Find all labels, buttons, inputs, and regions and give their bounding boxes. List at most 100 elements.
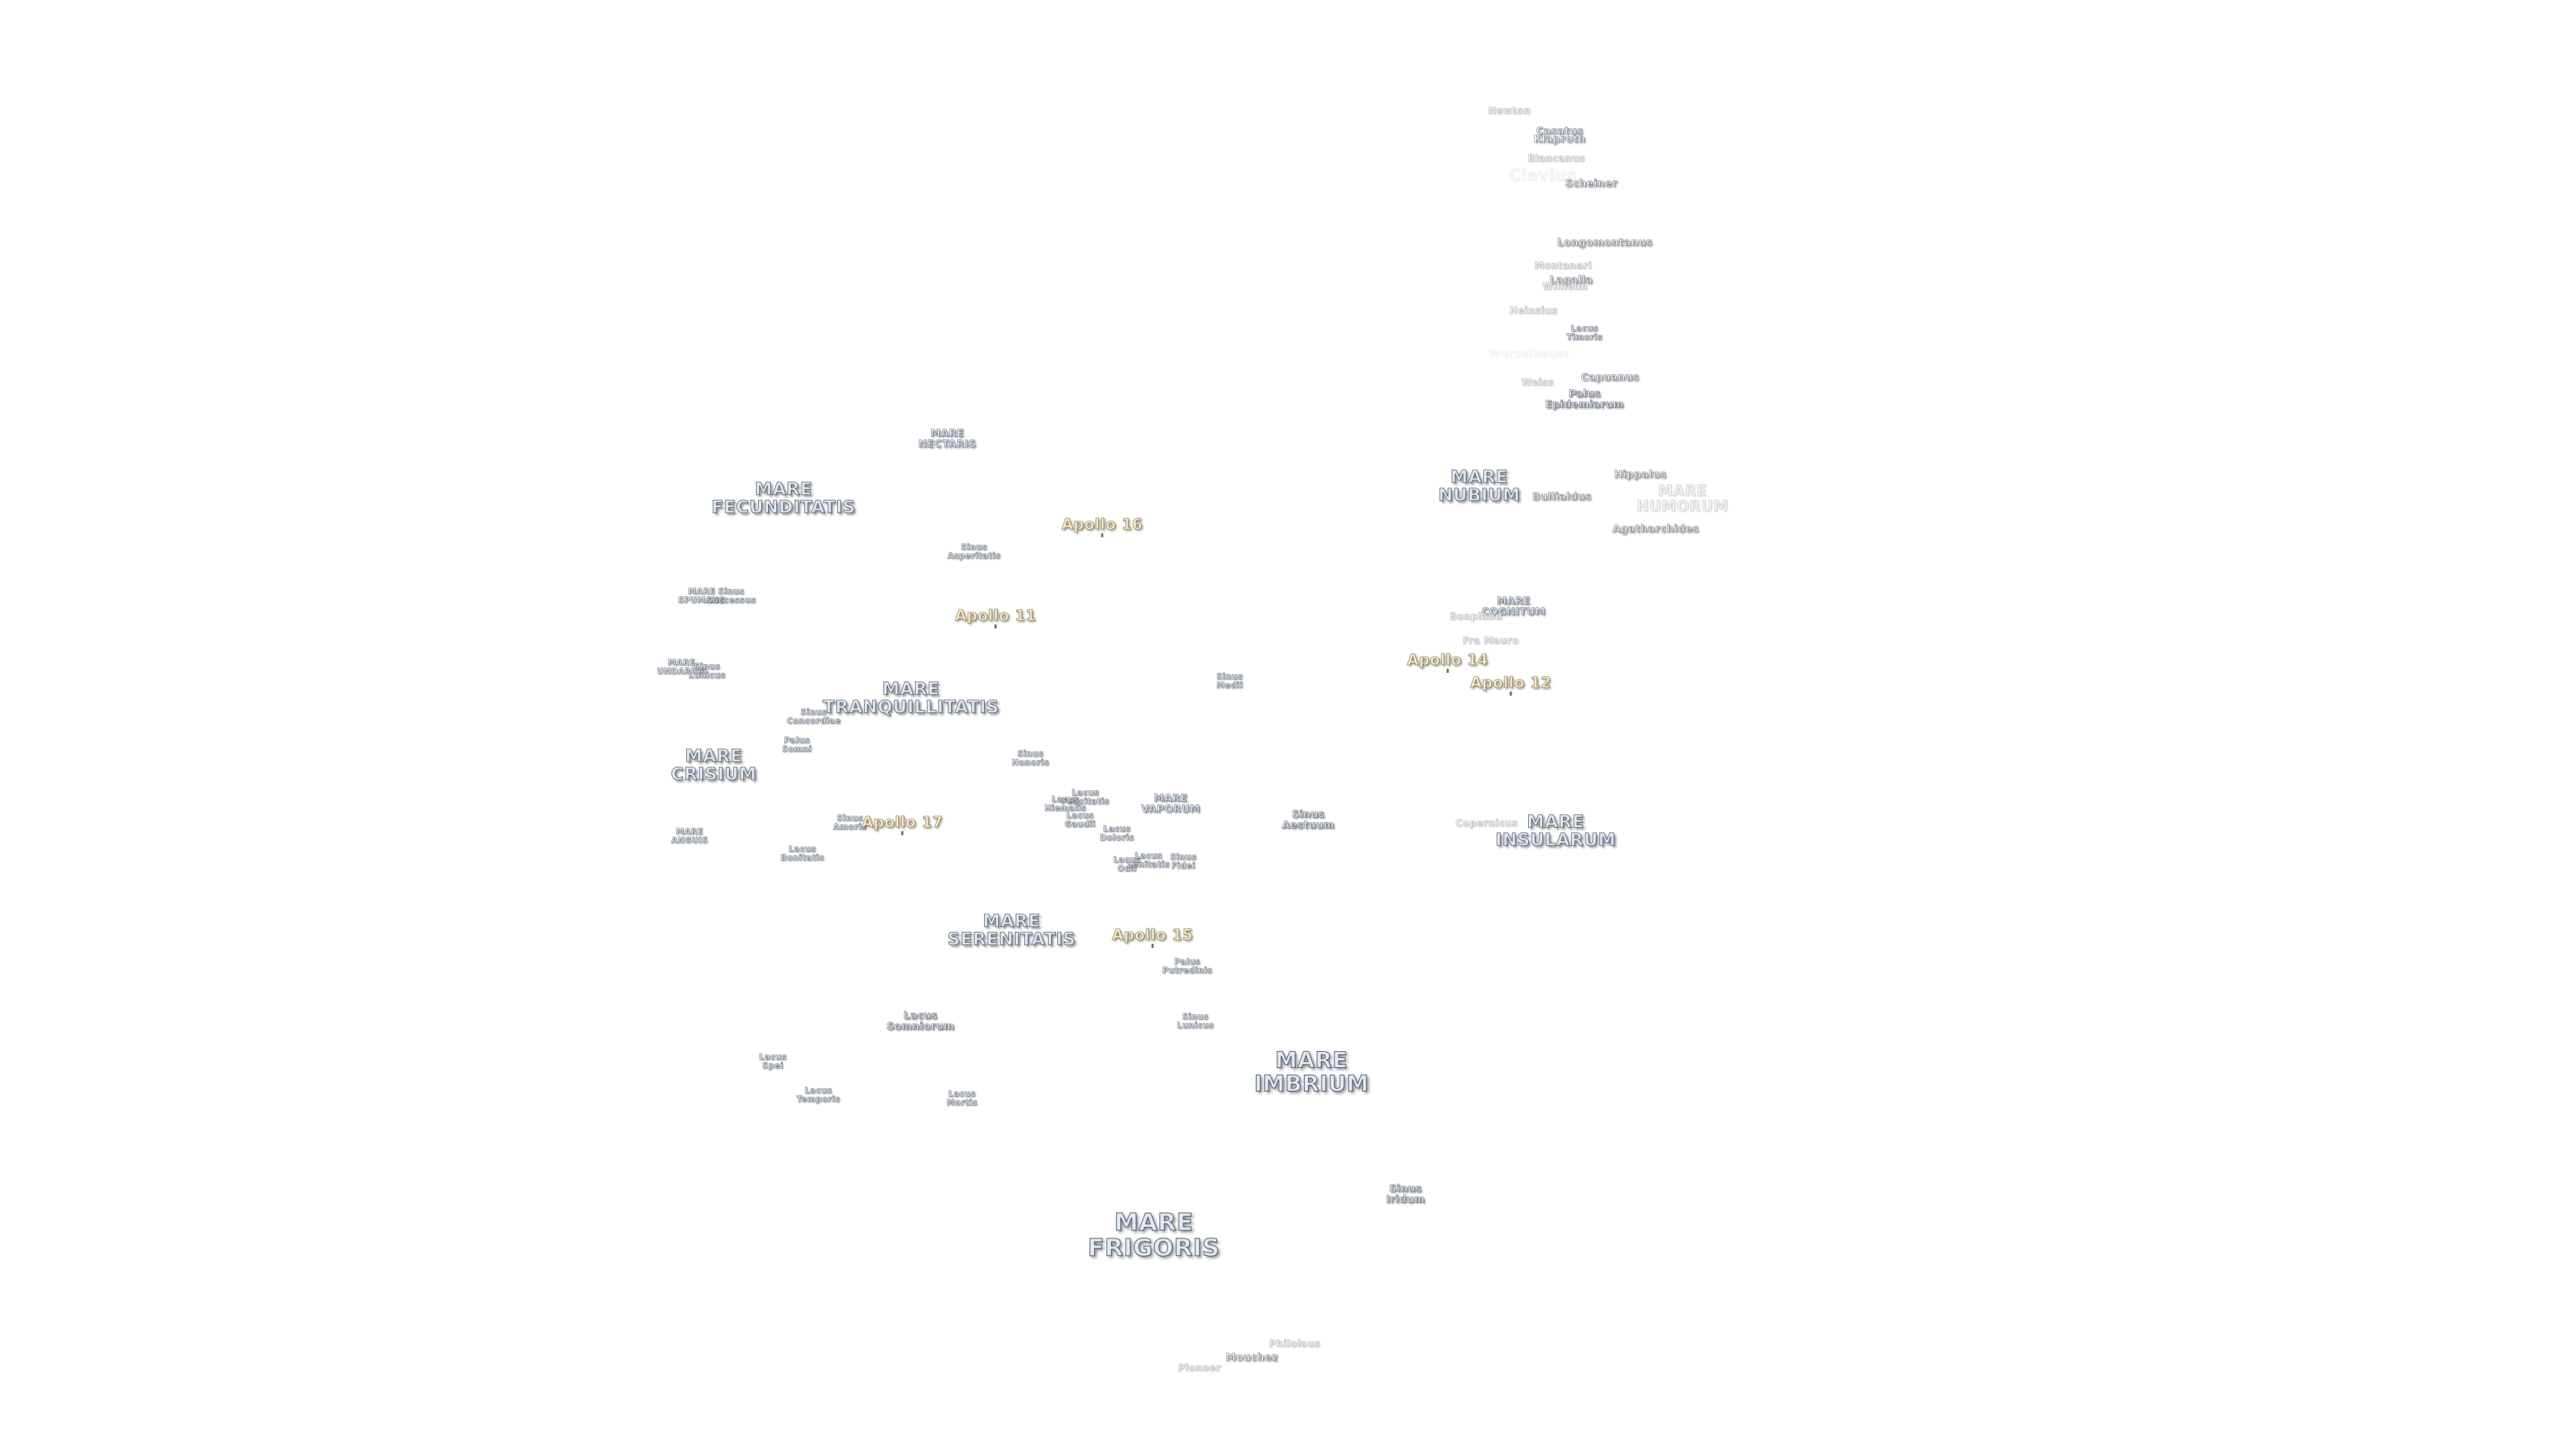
- map-label-text: Sinus Lunicus: [688, 661, 726, 680]
- map-label-text: Palus Putredinis: [1162, 957, 1213, 975]
- map-label-mare-nectaris: MARE NECTARIS: [918, 427, 977, 449]
- map-label-copernicus: Copernicus: [1455, 818, 1518, 829]
- map-label-text: Scheiner: [1565, 177, 1617, 190]
- map-label-text: Mouchez: [1226, 1351, 1278, 1364]
- map-label-text: Sinus Successus: [706, 586, 757, 604]
- map-label-apollo-15: Apollo 15: [1112, 928, 1193, 949]
- map-label-lacus-somniorum: Lacus Somniorum: [886, 1010, 954, 1032]
- map-label-text: Apollo 11: [955, 607, 1036, 625]
- map-label-sinus-fidei: Sinus Fidei: [1170, 853, 1196, 869]
- map-label-capuanus: Capuanus: [1580, 371, 1640, 384]
- map-label-mare-spumans: MARE SPUMANS: [678, 587, 726, 604]
- landing-site-marker-icon: [994, 625, 997, 629]
- map-label-text: MARE FECUNDITATIS: [711, 479, 856, 518]
- landing-site-marker-icon: [901, 831, 904, 836]
- map-label-text: MARE SERENITATIS: [947, 911, 1076, 950]
- map-label-casatus: Casatus: [1536, 125, 1583, 137]
- map-label-text: Palus Epidemiarum: [1545, 387, 1624, 410]
- map-label-text: MARE ANGUIS: [671, 826, 708, 845]
- map-label-text: MARE VAPORUM: [1140, 792, 1201, 814]
- map-label-mare-fecunditatis: MARE FECUNDITATIS: [711, 479, 856, 518]
- map-label-text: Lacus Odii: [1113, 855, 1141, 873]
- map-label-lacus-mortis: Lacus Mortis: [947, 1089, 977, 1106]
- map-label-palus-epidemiarum: Palus Epidemiarum: [1545, 388, 1623, 410]
- map-label-text: Sinus Lunicus: [1177, 1012, 1214, 1030]
- map-label-heinsius: Heinsius: [1509, 306, 1557, 317]
- map-label-text: Sinus Asperitatis: [947, 542, 1001, 560]
- map-label-text: Newton: [1488, 105, 1531, 117]
- map-label-sinus-lunicus: Sinus Lunicus: [688, 662, 725, 679]
- map-label-text: Sinus Amoris: [833, 813, 867, 831]
- map-label-text: Lagalla: [1549, 274, 1593, 286]
- map-label-text: Bullialdus: [1532, 490, 1592, 503]
- map-label-lacus-spei: Lacus Spei: [759, 1053, 786, 1069]
- map-label-text: MARE NECTARIS: [918, 427, 977, 449]
- map-label-mare-cognitum: MARE COGNITUM: [1481, 595, 1546, 617]
- landing-site-marker-icon: [1151, 944, 1154, 949]
- map-label-klaproth: Klaproth: [1534, 133, 1586, 146]
- map-label-wurzelbauer: Wurzelbauer: [1489, 348, 1570, 360]
- map-label-pioneer: Pioneer: [1177, 1362, 1222, 1374]
- map-label-montanari: Montanari: [1534, 261, 1591, 272]
- map-label-clavius: Clavius: [1509, 167, 1577, 184]
- map-label-mare-nubium: MARE NUBIUM: [1438, 467, 1521, 506]
- map-label-text: Sinus Medii: [1216, 672, 1243, 690]
- map-label-text: Lacus Somniorum: [886, 1009, 955, 1032]
- map-label-text: Fra Mauro: [1462, 635, 1519, 647]
- map-label-lacus-hiemalis: Lacus Hiemalis: [1044, 795, 1086, 812]
- map-label-fra-mauro: Fra Mauro: [1462, 635, 1519, 647]
- map-label-text: Hippalus: [1613, 468, 1667, 481]
- map-label-blancanus: Blancanus: [1527, 154, 1585, 164]
- landing-site-marker-icon: [1101, 533, 1104, 538]
- map-label-text: Bonpland: [1449, 611, 1503, 623]
- map-label-text: Blancanus: [1527, 153, 1585, 164]
- map-label-agatharchides: Agatharchides: [1612, 523, 1699, 535]
- map-label-lacus-bonitatis: Lacus Bonitatis: [780, 845, 824, 861]
- map-label-text: Lacus Temporis: [796, 1085, 841, 1104]
- map-label-text: Sinus Aestuum: [1281, 808, 1335, 830]
- map-label-lacus-temporis: Lacus Temporis: [796, 1086, 840, 1103]
- map-label-wilhelm: Wilhelm: [1542, 282, 1587, 292]
- map-label-mare-anguis: MARE ANGUIS: [671, 827, 708, 844]
- map-label-philolaus: Philolaus: [1269, 1339, 1321, 1350]
- map-label-lacus-timoris: Lacus Timoris: [1566, 324, 1603, 341]
- map-label-text: MARE NUBIUM: [1438, 467, 1521, 506]
- map-label-text: Sinus Honoris: [1012, 749, 1049, 767]
- map-label-text: Apollo 16: [1061, 516, 1143, 533]
- map-label-lacus-lenitatis: Lacus Lenitatis: [1127, 851, 1170, 868]
- map-label-text: Pioneer: [1177, 1362, 1222, 1374]
- map-label-text: Lacus Doloris: [1099, 824, 1134, 842]
- map-label-text: Weiss: [1521, 377, 1554, 388]
- map-label-lacus-odii: Lacus Odii: [1113, 855, 1140, 872]
- map-label-newton: Newton: [1488, 105, 1531, 117]
- map-label-sinus-honoris: Sinus Honoris: [1012, 749, 1049, 766]
- map-label-bonpland: Bonpland: [1450, 612, 1503, 623]
- map-label-text: Lacus Spei: [759, 1052, 787, 1070]
- map-label-bullialdus: Bullialdus: [1532, 490, 1592, 503]
- map-label-lacus-doloris: Lacus Doloris: [1099, 824, 1134, 841]
- map-label-longomontanus: Longomontanus: [1557, 237, 1652, 248]
- map-label-scheiner: Scheiner: [1565, 178, 1617, 189]
- map-label-palus-somni: Palus Somni: [782, 736, 812, 753]
- map-label-mare-frigoris: MARE FRIGORIS: [1087, 1210, 1220, 1260]
- map-label-text: Klaproth: [1534, 133, 1586, 146]
- map-label-text: Copernicus: [1455, 818, 1518, 829]
- map-label-text: Apollo 17: [861, 814, 943, 831]
- map-label-text: MARE UNDARUM: [657, 657, 706, 676]
- map-label-apollo-11: Apollo 11: [955, 608, 1036, 629]
- map-label-text: MARE SPUMANS: [678, 586, 726, 604]
- map-label-mare-vaporum: MARE VAPORUM: [1140, 792, 1201, 814]
- map-label-text: Wilhelm: [1542, 281, 1588, 292]
- map-label-palus-putredinis: Palus Putredinis: [1162, 957, 1213, 975]
- map-label-text: Capuanus: [1580, 371, 1640, 384]
- map-label-mare-tranquillitatis: MARE TRANQUILLITATIS: [822, 680, 1000, 718]
- map-label-sinus-iridum: Sinus Iridum: [1386, 1183, 1425, 1205]
- map-label-apollo-12: Apollo 12: [1470, 676, 1552, 696]
- map-label-sinus-successus: Sinus Successus: [706, 587, 756, 604]
- landing-site-marker-icon: [1509, 692, 1512, 696]
- map-label-sinus-medii: Sinus Medii: [1216, 672, 1242, 689]
- map-label-text: Sinus Fidei: [1170, 852, 1197, 870]
- map-label-text: Palus Somni: [782, 735, 812, 753]
- map-label-sinus-asperitatis: Sinus Asperitatis: [947, 543, 1001, 559]
